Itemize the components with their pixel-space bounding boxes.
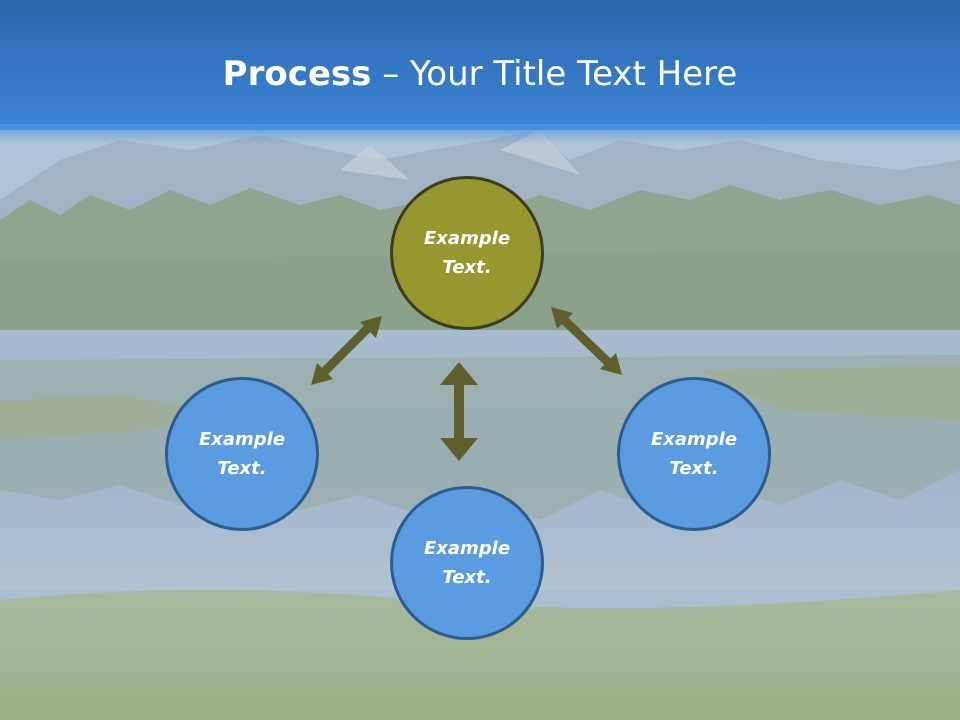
double-arrow-top-right bbox=[551, 307, 622, 375]
title-dash: – bbox=[382, 54, 400, 94]
process-node-right: Example Text. bbox=[617, 377, 771, 531]
process-node-left: Example Text. bbox=[165, 377, 319, 531]
title-bold-word: Process bbox=[222, 54, 372, 94]
title-bar bbox=[0, 0, 960, 130]
process-node-bottom: Example Text. bbox=[390, 486, 544, 640]
node-left-line1: Example bbox=[198, 429, 286, 450]
slide-title: Process – Your Title Text Here bbox=[0, 52, 960, 96]
node-right-line1: Example bbox=[650, 429, 738, 450]
double-arrow-vertical bbox=[440, 362, 478, 461]
process-node-top: Example Text. bbox=[390, 176, 544, 330]
node-bottom-line1: Example bbox=[423, 538, 511, 559]
title-rest: Your Title Text Here bbox=[410, 54, 738, 94]
node-top-line2: Text. bbox=[442, 257, 492, 278]
node-bottom-line2: Text. bbox=[442, 567, 492, 588]
title-bar-fade bbox=[0, 124, 960, 144]
node-left-line2: Text. bbox=[217, 458, 267, 479]
node-top-line1: Example bbox=[423, 228, 511, 249]
double-arrow-top-left bbox=[311, 316, 382, 385]
node-right-line2: Text. bbox=[669, 458, 719, 479]
